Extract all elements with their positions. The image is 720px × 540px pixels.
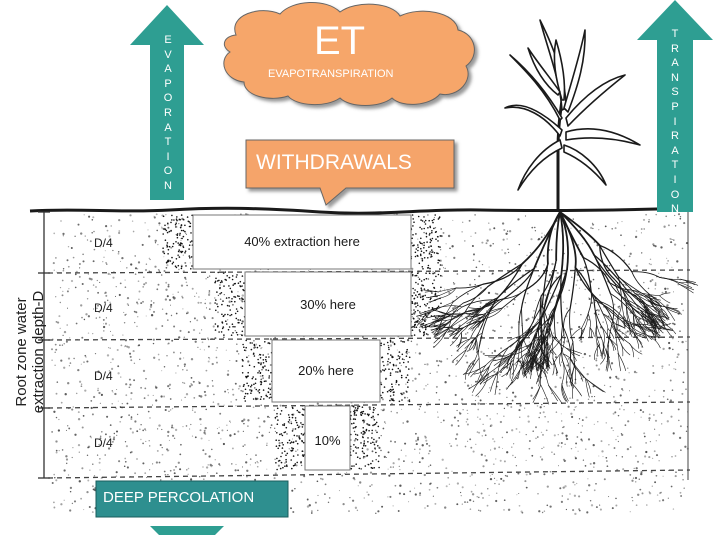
withdrawals-label: WITHDRAWALS	[256, 151, 412, 174]
plant-shoot	[504, 19, 641, 210]
depth-label-1: D/4	[94, 236, 113, 250]
root-zone-axis-label: Root zone water extraction depth-D	[13, 262, 47, 442]
transpiration-letter: I	[673, 173, 677, 186]
extraction-label-30: 30% here	[300, 297, 356, 312]
ground-surface-line	[29, 206, 691, 215]
transpiration-letter: A	[671, 144, 679, 157]
transpiration-arrow	[637, 0, 713, 212]
evaporation-letter: O	[163, 92, 173, 105]
withdrawals-callout	[245, 139, 455, 206]
extraction-label-20: 20% here	[298, 363, 354, 378]
transpiration-letter: T	[671, 159, 679, 172]
divider-line-2	[47, 336, 691, 341]
evaporation-letter: E	[164, 34, 172, 46]
divider-line-4	[47, 469, 691, 479]
transpiration-letter: N	[671, 71, 679, 84]
deep-percolation-label: DEEP PERCOLATION	[103, 489, 255, 506]
et-cloud	[223, 1, 475, 106]
deep-percolation-group	[95, 480, 289, 535]
depth-label-4: D/4	[94, 436, 113, 450]
transpiration-letter: O	[670, 188, 680, 201]
extraction-box-30	[244, 271, 412, 337]
evaporation-letter: T	[164, 136, 172, 149]
depth-label-3: D/4	[94, 369, 113, 383]
depth-scale	[38, 211, 50, 479]
extraction-box-10	[304, 405, 351, 471]
extraction-boxes	[192, 214, 412, 471]
deep-percolation-box	[95, 480, 289, 518]
divider-line-1	[47, 269, 691, 274]
evaporation-letter: O	[163, 165, 173, 178]
transpiration-letter: P	[671, 100, 679, 113]
transpiration-letter: T	[671, 28, 679, 40]
evaporation-letter: N	[164, 179, 172, 192]
plant-roots	[416, 211, 699, 405]
evaporation-letter: V	[164, 48, 172, 61]
et-title: ET	[314, 19, 366, 63]
evaporation-letter: R	[164, 106, 172, 119]
transpiration-letter: S	[671, 86, 679, 99]
evaporation-letter: P	[164, 77, 172, 90]
evaporation-letter: I	[166, 150, 170, 163]
transpiration-letter: I	[673, 115, 677, 128]
transpiration-letter: A	[671, 57, 679, 70]
transpiration-letter: R	[671, 130, 679, 143]
axis-line-1: Root zone water	[13, 297, 30, 407]
evaporation-letter: A	[164, 121, 172, 134]
extraction-label-40: 40% extraction here	[244, 234, 360, 249]
depth-label-2: D/4	[94, 301, 113, 315]
axis-line-2: extraction depth-D	[30, 290, 47, 414]
divider-line-3	[47, 401, 691, 409]
layer-dividers	[47, 269, 691, 479]
transpiration-letter: R	[671, 42, 679, 55]
deep-percolation-arrowhead	[150, 526, 224, 535]
extraction-box-20	[271, 339, 381, 403]
transpiration-letter: N	[671, 203, 679, 216]
extraction-box-40	[192, 214, 412, 270]
evaporation-arrow	[130, 5, 204, 200]
et-subtitle: EVAPOTRANSPIRATION	[268, 68, 394, 80]
extraction-label-10: 10%	[314, 433, 341, 448]
evaporation-letter: A	[164, 63, 172, 76]
